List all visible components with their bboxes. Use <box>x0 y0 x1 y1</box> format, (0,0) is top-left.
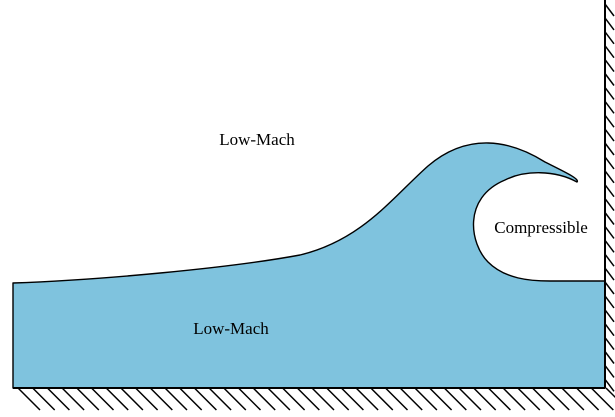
floor-hatch-mark <box>487 387 511 411</box>
floor-hatch-mark <box>502 387 526 411</box>
floor-hatch-mark <box>576 387 600 411</box>
floor-hatch-mark <box>76 387 100 411</box>
wall-hatch-mark <box>604 156 615 170</box>
floor-hatch-mark <box>164 387 188 411</box>
floor-hatch-mark <box>282 387 306 411</box>
floor-hatch-mark <box>355 387 379 411</box>
floor-hatch-mark <box>32 387 56 411</box>
wall-hatch-mark <box>604 337 615 351</box>
floor-hatch-mark <box>546 387 570 411</box>
floor-hatch-mark <box>340 387 364 411</box>
floor-hatch-mark <box>370 387 394 411</box>
wall-hatch-mark <box>604 212 615 225</box>
wall-hatch-mark <box>604 295 615 309</box>
wall-hatch-mark <box>604 267 615 281</box>
floor-hatch-mark <box>193 387 217 411</box>
wall-hatch-mark <box>604 73 615 86</box>
floor-hatch-mark <box>135 387 159 411</box>
floor-hatch-mark <box>399 387 423 411</box>
floor-hatch-mark <box>179 387 203 411</box>
upper-region-label: Low-Mach <box>219 130 295 149</box>
floor-hatch-mark <box>590 387 614 411</box>
floor-hatch-mark <box>208 387 232 411</box>
wall-hatch-mark <box>604 114 615 128</box>
wall-hatch-mark <box>604 31 615 45</box>
floor-hatch-mark <box>443 387 467 411</box>
wall-hatch-mark <box>604 128 615 142</box>
floor-hatch-mark <box>473 387 497 411</box>
floor-hatch-mark <box>561 387 585 411</box>
floor-hatching <box>17 387 615 411</box>
wall-hatch-mark <box>604 253 615 267</box>
wall-hatch-mark <box>604 3 615 17</box>
wall-hatch-mark <box>604 198 615 212</box>
wall-hatch-mark <box>604 225 615 239</box>
floor-hatch-mark <box>605 387 615 399</box>
wall-hatch-mark <box>604 364 615 378</box>
wall-hatch-mark <box>604 59 615 73</box>
wall-hatch-mark <box>604 100 615 114</box>
floor-hatch-mark <box>267 387 291 411</box>
wall-hatch-mark <box>604 170 615 184</box>
floor-hatch-mark <box>61 387 85 411</box>
wall-hatch-mark <box>604 86 615 100</box>
floor-hatch-mark <box>458 387 482 411</box>
floor-hatch-mark <box>46 387 70 411</box>
floor-hatch-mark <box>120 387 144 411</box>
floor-hatch-mark <box>326 387 350 411</box>
wall-hatch-mark <box>604 378 615 392</box>
floor-hatch-mark <box>429 387 453 411</box>
trapped-region-label: Compressible <box>494 218 588 237</box>
floor-hatch-mark <box>149 387 173 411</box>
floor-hatch-mark <box>531 387 556 411</box>
floor-hatch-mark <box>517 387 541 411</box>
floor-hatch-mark <box>311 387 335 411</box>
wall-hatch-mark <box>604 17 615 31</box>
floor-hatch-mark <box>90 387 115 411</box>
floor-hatch-mark <box>384 387 409 411</box>
floor-hatch-mark <box>296 387 320 411</box>
lower-region-label: Low-Mach <box>193 319 269 338</box>
floor-hatch-mark <box>17 387 41 411</box>
liquid-region <box>12 142 606 389</box>
wall-hatch-mark <box>604 184 615 198</box>
wall-hatch-mark <box>604 45 615 59</box>
floor-hatch-mark <box>223 387 247 411</box>
floor-hatch-mark <box>237 387 262 411</box>
wall-hatch-mark <box>604 351 615 364</box>
wall-hatch-mark <box>604 323 615 337</box>
wall-hatch-mark <box>604 239 615 253</box>
wall-hatch-mark <box>604 281 615 295</box>
right-wall-hatching <box>604 3 615 392</box>
wall-hatch-mark <box>604 142 615 156</box>
wall-hatch-mark <box>604 309 615 323</box>
floor-hatch-mark <box>105 387 129 411</box>
floor-hatch-mark <box>414 387 438 411</box>
floor-hatch-mark <box>252 387 276 411</box>
